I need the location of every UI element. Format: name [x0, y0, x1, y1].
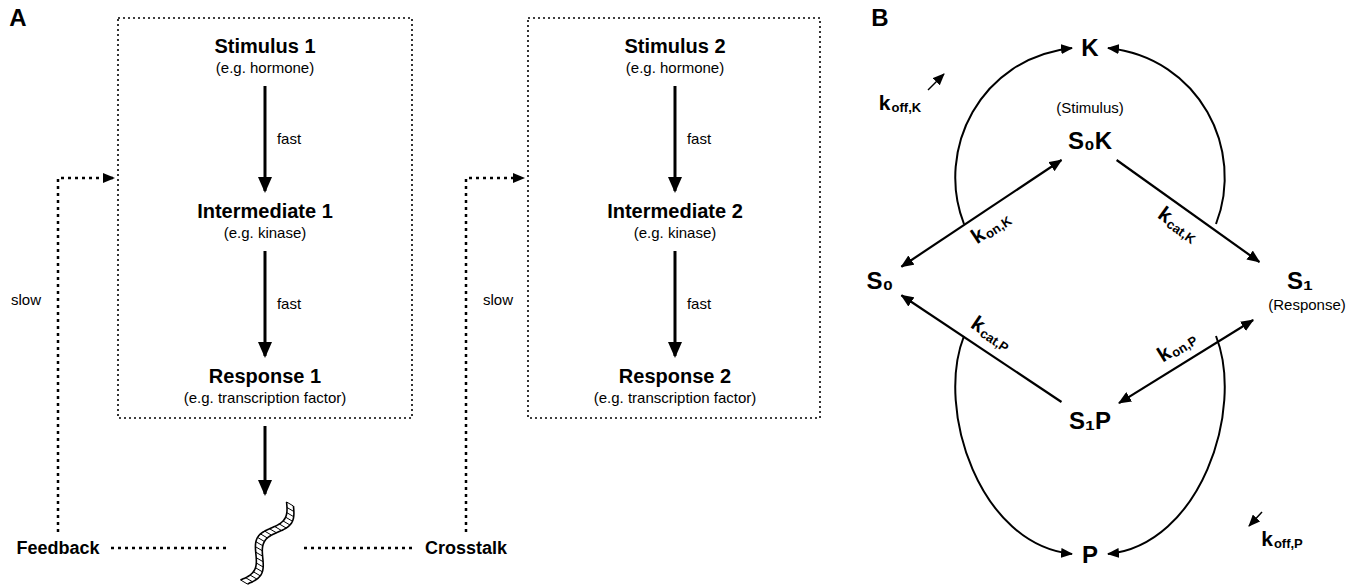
- pathway-box: [118, 18, 412, 418]
- release-curve: [1108, 336, 1225, 554]
- connector-arrow: [263, 251, 266, 356]
- speed-label: slow: [483, 291, 513, 309]
- mrna-rung: [256, 552, 263, 556]
- rate-constant: kon,P: [1154, 327, 1200, 367]
- node-title: Intermediate 1: [197, 199, 333, 223]
- mrna-rung: [258, 537, 265, 541]
- mrna-symbol: [241, 502, 294, 584]
- mrna-rung: [265, 531, 272, 535]
- mrna-rung: [256, 558, 263, 562]
- species-label: S₀K: [1064, 126, 1116, 156]
- node-title: Response 2: [594, 364, 757, 388]
- node-note: (e.g. kinase): [607, 223, 743, 243]
- loop-label: Feedback: [14, 537, 101, 559]
- release-curve: [1108, 48, 1225, 224]
- speed-label: fast: [687, 130, 711, 148]
- node-note: (Response): [1268, 295, 1346, 315]
- node-title: K: [1056, 34, 1124, 62]
- speed-label: slow: [11, 291, 41, 309]
- rate-constant: kon,K: [967, 207, 1014, 248]
- mrna-rung: [287, 502, 294, 506]
- mrna-strand: [247, 506, 293, 584]
- feedback-line: [108, 547, 226, 550]
- node-note: (e.g. transcription factor): [184, 388, 347, 408]
- node-title: Intermediate 2: [607, 199, 743, 223]
- panel-letter: B: [871, 4, 888, 32]
- mrna-rung: [256, 563, 263, 567]
- loop-label: Crosstalk: [423, 537, 509, 559]
- node-note: (e.g. kinase): [197, 223, 333, 243]
- mrna-rung: [275, 526, 282, 530]
- panel-letter: A: [9, 4, 26, 32]
- mrna-rung: [286, 517, 293, 521]
- node-title: Stimulus 2: [624, 34, 725, 58]
- off-rate-arrow: [1249, 512, 1262, 526]
- speed-label: fast: [277, 130, 301, 148]
- mrna-rung: [250, 575, 257, 579]
- expression-arrow: [264, 426, 267, 494]
- node-note: (Stimulus): [1056, 98, 1124, 118]
- off-rate-arrow: [928, 74, 944, 90]
- mrna-rung: [270, 529, 277, 533]
- mrna-rung: [253, 572, 260, 576]
- species-label: S₀: [863, 266, 898, 296]
- binding-curve: [955, 48, 1072, 224]
- mrna-rung: [255, 568, 262, 572]
- feedback-line: [58, 178, 114, 532]
- node-title: Response 1: [184, 364, 347, 388]
- node-title: S₁: [1254, 267, 1346, 295]
- mrna-rung: [256, 542, 263, 546]
- species-label: S₁P: [1065, 406, 1115, 436]
- crosstalk-line: [466, 178, 524, 532]
- crosstalk-line: [304, 547, 414, 550]
- connector-arrow: [901, 295, 1061, 402]
- node-note: (e.g. hormone): [214, 58, 315, 78]
- mrna-rung: [260, 534, 267, 538]
- node-title: S₀K: [1068, 127, 1112, 155]
- connector-arrow: [673, 251, 676, 356]
- node-note: (e.g. hormone): [624, 58, 725, 78]
- rate-constant: koff,K: [879, 93, 921, 115]
- mrna-rung: [255, 547, 262, 551]
- pathway-box: [528, 18, 820, 418]
- speed-label: fast: [687, 295, 711, 313]
- pathway-step: Intermediate 2(e.g. kinase): [603, 198, 747, 244]
- speed-label: fast: [277, 295, 301, 313]
- mrna-rung: [279, 524, 286, 528]
- pathway-step: Response 2(e.g. transcription factor): [590, 363, 761, 409]
- node-note: (e.g. transcription factor): [594, 388, 757, 408]
- node-title: Stimulus 1: [214, 34, 315, 58]
- mrna-rung: [283, 521, 290, 525]
- connector-arrow: [263, 86, 266, 191]
- connector-arrow: [673, 86, 676, 191]
- mrna-rung: [287, 507, 294, 511]
- pathway-step: Stimulus 2(e.g. hormone): [620, 33, 729, 79]
- rate-constant: kcat,P: [967, 313, 1016, 356]
- species-label: P: [1078, 540, 1102, 570]
- node-title: S₁P: [1069, 407, 1111, 435]
- node-title: P: [1082, 541, 1098, 569]
- binding-curve: [955, 336, 1072, 554]
- connector-arrow: [901, 160, 1061, 267]
- pathway-step: Stimulus 1(e.g. hormone): [210, 33, 319, 79]
- rate-constant: kcat,K: [1154, 203, 1203, 247]
- species-label: S₁(Response): [1250, 266, 1350, 316]
- connector-arrow: [1119, 320, 1253, 403]
- pathway-step: Intermediate 1(e.g. kinase): [193, 198, 337, 244]
- species-label: K (Stimulus): [1052, 33, 1128, 119]
- rate-constant: koff,P: [1261, 529, 1303, 551]
- mrna-rung: [241, 580, 248, 584]
- mrna-rung: [287, 513, 294, 517]
- connector-arrow: [1117, 160, 1260, 262]
- node-title: S₀: [867, 267, 894, 295]
- mrna-rung: [246, 578, 253, 582]
- mrna-strand: [241, 502, 287, 580]
- pathway-step: Response 1(e.g. transcription factor): [180, 363, 351, 409]
